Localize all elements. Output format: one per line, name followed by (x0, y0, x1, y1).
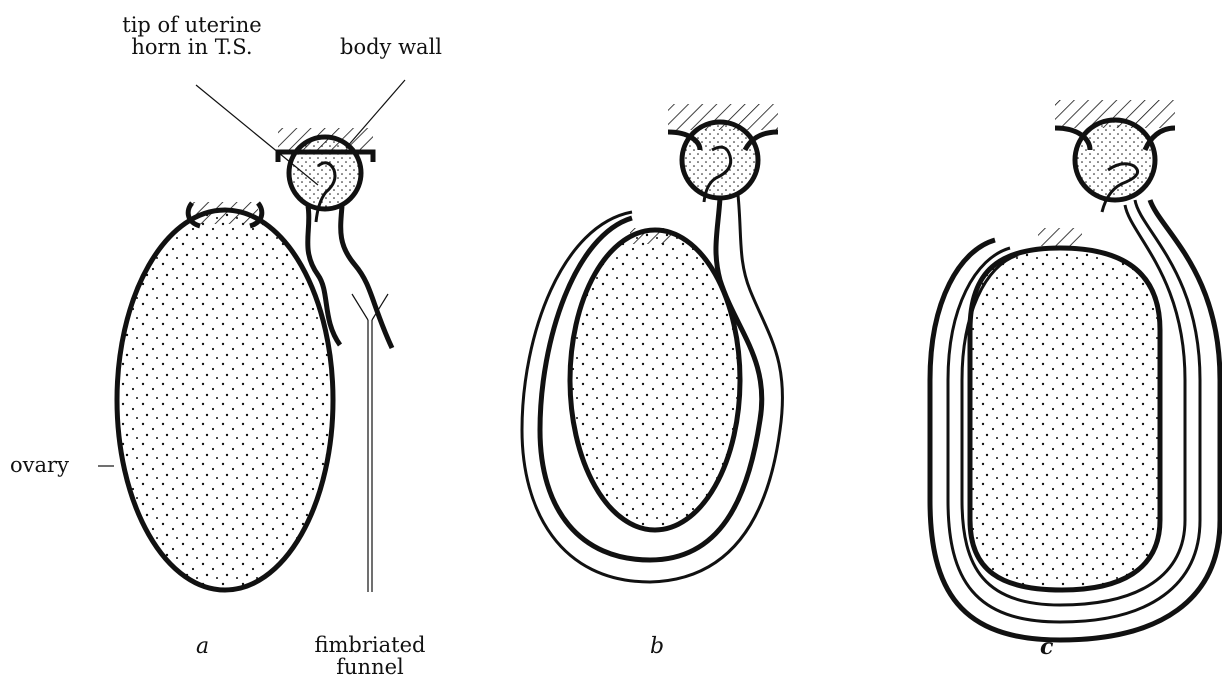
ovary (117, 210, 333, 590)
fimbriated-funnel-label-line2: funnel (280, 656, 460, 678)
uterine-horn-label-line2: horn in T.S. (92, 36, 292, 58)
ovary-b (570, 230, 740, 530)
fimbriated-funnel-label: fimbriated funnel (280, 634, 460, 678)
body-wall-leader-line (346, 80, 405, 148)
panel-a (98, 80, 405, 592)
panel-letter-c: c (1040, 634, 1053, 660)
ovary-c (970, 248, 1160, 590)
body-wall-label: body wall (340, 36, 442, 58)
ovary-hatch-c (1038, 228, 1082, 246)
fimbriated-funnel-label-line1: fimbriated (280, 634, 460, 656)
funnel-leader-fork-left (352, 294, 368, 320)
panel-b (522, 104, 783, 582)
mesentery-right (341, 206, 392, 348)
uterine-horn (289, 137, 361, 209)
uterine-horn-b (682, 122, 758, 198)
uterine-horn-label: tip of uterine horn in T.S. (92, 14, 292, 58)
ovary-label: ovary (10, 454, 69, 476)
panel-letter-a: a (196, 634, 209, 659)
panel-letter-b: b (650, 634, 664, 659)
panel-c (930, 100, 1220, 640)
uterine-horn-label-line1: tip of uterine (92, 14, 292, 36)
